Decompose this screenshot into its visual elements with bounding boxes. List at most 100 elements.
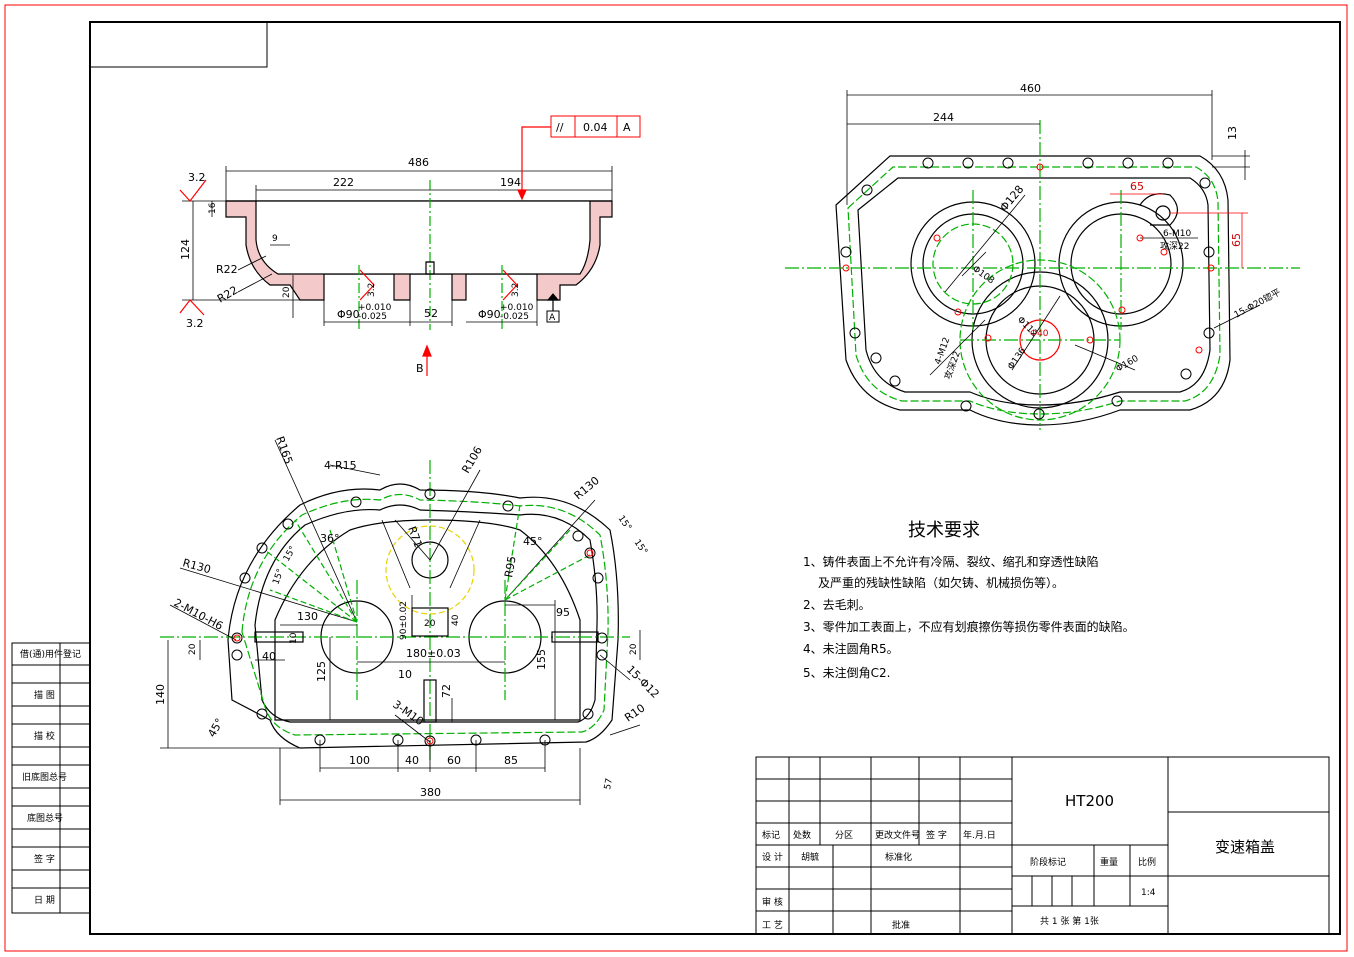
radius-label: R22 [215,284,240,306]
dim-label: 20 [188,643,198,655]
dim-hole-dx: 65 [1130,180,1144,193]
dim-label: 380 [420,786,441,799]
dia-label: Φ40 [1030,329,1049,339]
inner-frame [89,21,1341,935]
stamp-label: 日 期 [34,895,55,906]
tb-header: 更改文件号 [875,829,920,841]
tb-weight: 重量 [1100,856,1118,868]
dim-bottom: 20 [282,286,292,298]
dim-width: 460 [1020,82,1041,95]
tolerance-value: 0.04 [583,121,608,134]
requirements-title: 技术要求 [908,520,980,541]
dim-label: 90±0.02 [399,601,409,640]
thread-note: 2-M10-H6 [172,596,226,633]
tb-header: 处数 [793,829,811,841]
tb-header: 年.月.日 [963,829,996,841]
requirement-item: 1、铸件表面上不允许有冷隔、裂纹、缩孔和穿透性缺陷 [803,554,1099,569]
requirement-item: 3、零件加工表面上，不应有划痕擦伤等损伤零件表面的缺陷。 [803,619,1135,634]
tolerance-symbol: // [556,121,564,134]
dim-label: 57 [603,778,615,791]
bore-tol: +0.010 [358,303,392,313]
section-view [179,126,613,376]
thread-note: 6-M10 [1163,229,1191,239]
bore-tol: +0.010 [500,303,534,313]
requirement-item: 5、未注倒角C2. [803,665,890,680]
tb-process: 工 艺 [762,920,783,931]
radius-label: R95 [502,555,519,579]
angle-label: 15° [632,538,649,557]
angle-label: 45° [523,535,543,548]
dim-label: 100 [349,754,370,767]
stamp-label: 描 图 [34,689,55,701]
corner-code-box [89,21,268,68]
plan-view-bolt-holes [231,488,608,747]
dim-label: 40 [405,754,419,767]
tb-standard: 标准化 [885,851,912,863]
tb-approve: 批准 [892,919,910,931]
tb-header: 签 字 [926,829,947,841]
holes-note: 15-Φ12 [624,663,662,701]
dim-label: 20 [629,643,639,655]
roughness-label: 3.2 [511,283,521,297]
tb-stage: 阶段标记 [1030,856,1066,868]
dia-label: Φ136 [1006,346,1028,372]
dim-label: 20 [424,619,436,629]
dim-edge: 13 [1226,126,1239,140]
tb-scale-label: 比例 [1138,856,1156,868]
tb-design: 设 计 [762,851,783,863]
plan-view [160,439,641,805]
angle-label: 45° [205,716,226,739]
radius-label: 4-R15 [324,459,357,472]
dim-label: 180±0.03 [406,647,461,660]
dim-flange: 16 [208,202,218,214]
bore-tol: -0.025 [500,312,529,322]
roughness-label: 3.2 [367,283,377,297]
dim-label: 155 [535,649,548,670]
dim-boss: 52 [424,307,438,320]
angle-label: 36° [320,532,340,545]
dim-left-right: 244 [933,111,954,124]
tolerance-datum: A [623,121,631,134]
dim-label: 40 [451,614,461,626]
bore-dim: Φ90 [478,308,501,321]
dim-wall: 9 [272,234,278,244]
view-arrow-label: B [416,362,424,375]
tb-review: 审 核 [762,896,783,908]
roughness-label: 3.2 [186,317,204,330]
radius-label: R71 [405,525,425,550]
radius-label: R22 [216,263,238,276]
stamp-label: 签 字 [34,853,55,865]
side-stamp-column: 借(通)用件登记 描 图 描 校 旧底图总号 底图总号 签 字 日 期 [11,642,91,914]
tb-header: 分区 [835,830,853,841]
right-view [785,90,1300,430]
dim-label: 85 [504,754,518,767]
radius-label: R106 [459,444,485,475]
tb-sheets: 共 1 张 第 1张 [1040,915,1099,927]
dim-label: 60 [447,754,461,767]
dim-label: 10 [289,632,299,644]
datum-label: A [549,313,556,323]
tb-header: 标记 [762,829,780,841]
radius-label: R130 [572,474,602,502]
stamp-label: 旧底图总号 [22,771,67,783]
dim-label: 130 [297,610,318,623]
dim-left: 222 [333,176,354,189]
title-block [755,756,1330,935]
dim-label: 125 [315,661,328,682]
dim-label: 40 [262,650,276,663]
right-view-bolt-holes [840,157,1215,420]
angle-label: 15° [282,545,299,564]
thread-note: 3-M10 [390,698,426,728]
dim-label: 140 [154,684,167,705]
requirement-item: 及严重的残缺性缺陷（如欠铸、机械损伤等）。 [818,575,1064,590]
dim-height: 124 [179,239,192,260]
dim-overall: 486 [408,156,429,169]
dim-right: 194 [500,176,521,189]
stamp-label: 借(通)用件登记 [20,648,81,660]
tolerance-frame [550,115,641,138]
tb-designer: 胡毓 [801,851,819,863]
tb-scale: 1:4 [1141,888,1156,898]
material-text: HT200 [1065,792,1114,810]
radius-label: R165 [273,435,295,466]
